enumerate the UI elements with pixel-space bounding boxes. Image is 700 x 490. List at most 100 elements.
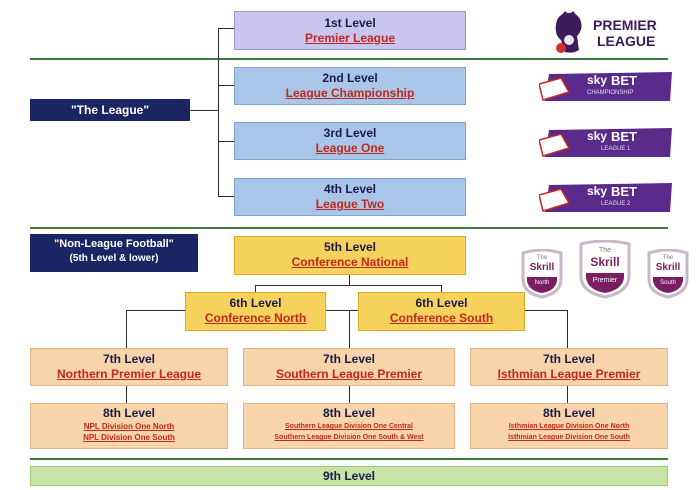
skrill-south-sub: South xyxy=(660,280,676,286)
level-8-npl-name-2[interactable]: NPL Division One South xyxy=(83,433,175,442)
level-8-southern-name-2[interactable]: Southern League Division One South & Wes… xyxy=(274,434,424,441)
level-7-isthmian-label: 7th Level xyxy=(542,352,596,366)
level-5-label: 5th Level xyxy=(323,240,377,254)
skybet-bet-text: BET xyxy=(611,184,637,199)
level-4-name[interactable]: League Two xyxy=(315,197,385,211)
skybet-league1-logo: sky BET LEAGUE 1 xyxy=(539,126,672,159)
skrill-premier-brand: Skrill xyxy=(590,255,620,269)
level-3-name[interactable]: League One xyxy=(315,141,385,155)
level-3-box: 3rd Level League One xyxy=(234,122,466,160)
skrill-north-badge: The Skrill North xyxy=(519,249,565,299)
skybet-banner-icon xyxy=(539,128,672,157)
nonleague-label-subtitle: (5th Level & lower) xyxy=(69,253,159,264)
level-5-box: 5th Level Conference National xyxy=(234,236,466,275)
connector-l6b-drop xyxy=(441,285,442,292)
connector-l5-down xyxy=(349,275,350,285)
skrill-north-sub: North xyxy=(534,280,550,286)
level-8-southern-name-1[interactable]: Southern League Division One Central xyxy=(285,423,413,430)
divider-3 xyxy=(30,458,668,460)
level-6-north-name[interactable]: Conference North xyxy=(204,311,307,325)
skrill-shield-icon xyxy=(647,249,689,299)
connector-l8a xyxy=(126,386,127,403)
connector-l7c-drop xyxy=(567,310,568,348)
skybet-sky-text: sky xyxy=(587,129,608,143)
level-6-north-label: 6th Level xyxy=(229,296,282,310)
skybet-banner-icon xyxy=(539,72,672,101)
skrill-north-brand: Skrill xyxy=(529,262,555,273)
skybet-sub-text: LEAGUE 1 xyxy=(601,146,631,152)
level-7-northern-name[interactable]: Northern Premier League xyxy=(56,367,202,381)
connector-l3 xyxy=(218,141,234,142)
connector-l6-bar xyxy=(255,285,441,286)
skrill-north-the: The xyxy=(536,255,548,261)
level-8-npl-name-1[interactable]: NPL Division One North xyxy=(83,422,175,431)
skybet-league2-logo: sky BET LEAGUE 2 xyxy=(539,181,672,214)
level-7-isthmian-name[interactable]: Isthmian League Premier xyxy=(497,367,641,381)
league-bracket-vertical xyxy=(218,28,219,196)
level-6-north-box: 6th Level Conference North xyxy=(185,292,326,331)
connector-l8c xyxy=(567,386,568,403)
skybet-bet-text: BET xyxy=(611,129,637,144)
connector-l6a-left xyxy=(126,310,185,311)
level-7-northern-label: 7th Level xyxy=(102,352,156,366)
skybet-sub-text: LEAGUE 2 xyxy=(601,201,631,207)
level-1-box: 1st Level Premier League xyxy=(234,11,466,50)
level-1-label: 1st Level xyxy=(324,16,376,30)
level-4-label: 4th Level xyxy=(323,182,377,196)
level-7-southern-label: 7th Level xyxy=(322,352,376,366)
level-8-isthmian-name-1[interactable]: Isthmian League Division One North xyxy=(508,423,630,430)
connector-l6b-right xyxy=(525,310,568,311)
premier-logo-line2: LEAGUE xyxy=(597,33,656,49)
skrill-south-badge: The Skrill South xyxy=(645,249,691,299)
connector-l6-mid xyxy=(326,310,358,311)
level-8-npl-box: 8th Level NPL Division One North NPL Div… xyxy=(30,403,228,449)
level-8-isthmian-label: 8th Level xyxy=(542,406,596,420)
nonleague-label-title: "Non-League Football" xyxy=(54,238,174,250)
divider-2 xyxy=(30,227,668,229)
premier-league-logo: PREMIER LEAGUE xyxy=(549,10,664,56)
connector-l7a-drop xyxy=(126,310,127,348)
skrill-premier-the: The xyxy=(598,247,612,254)
level-6-south-name[interactable]: Conference South xyxy=(389,311,494,325)
skrill-south-brand: Skrill xyxy=(655,262,681,273)
connector-l2 xyxy=(218,85,234,86)
skybet-sky-text: sky xyxy=(587,73,608,87)
level-8-southern-label: 8th Level xyxy=(322,406,376,420)
level-7-southern-name[interactable]: Southern League Premier xyxy=(275,367,423,381)
connector-l7b-drop xyxy=(349,310,350,348)
skrill-premier-sub: Premier xyxy=(592,277,618,284)
level-8-southern-box: 8th Level Southern League Division One C… xyxy=(243,403,455,449)
skybet-sky-text: sky xyxy=(587,184,608,198)
level-7-isthmian-box: 7th Level Isthmian League Premier xyxy=(470,348,668,386)
level-2-name[interactable]: League Championship xyxy=(285,86,415,100)
lion-crest-icon xyxy=(555,11,582,53)
skybet-championship-logo: sky BET CHAMPIONSHIP xyxy=(539,70,672,103)
the-league-label: "The League" xyxy=(30,99,190,121)
skrill-shield-icon xyxy=(521,249,563,299)
level-9-label: 9th Level xyxy=(322,469,376,483)
connector-l8b xyxy=(349,386,350,403)
skrill-south-the: The xyxy=(662,255,674,261)
level-8-isthmian-name-2[interactable]: Isthmian League Division One South xyxy=(508,434,630,441)
skybet-bet-text: BET xyxy=(611,73,637,88)
level-2-label: 2nd Level xyxy=(322,71,378,85)
level-5-name[interactable]: Conference National xyxy=(291,255,409,269)
skybet-banner-icon xyxy=(539,183,672,212)
connector-l6a-drop xyxy=(255,285,256,292)
level-4-box: 4th Level League Two xyxy=(234,178,466,216)
level-6-south-box: 6th Level Conference South xyxy=(358,292,525,331)
skrill-premier-badge: The Skrill Premier xyxy=(577,240,633,299)
level-1-name[interactable]: Premier League xyxy=(304,31,396,45)
level-7-southern-box: 7th Level Southern League Premier xyxy=(243,348,455,386)
connector-l1 xyxy=(218,28,234,29)
level-6-south-label: 6th Level xyxy=(415,296,468,310)
connector-the-league xyxy=(190,110,218,111)
level-3-label: 3rd Level xyxy=(323,126,377,140)
connector-l4 xyxy=(218,196,234,197)
nonleague-label: "Non-League Football" (5th Level & lower… xyxy=(30,234,198,272)
skrill-shield-icon xyxy=(579,240,631,299)
level-9-box: 9th Level xyxy=(30,466,668,486)
level-7-northern-box: 7th Level Northern Premier League xyxy=(30,348,228,386)
level-8-isthmian-box: 8th Level Isthmian League Division One N… xyxy=(470,403,668,449)
level-2-box: 2nd Level League Championship xyxy=(234,67,466,105)
